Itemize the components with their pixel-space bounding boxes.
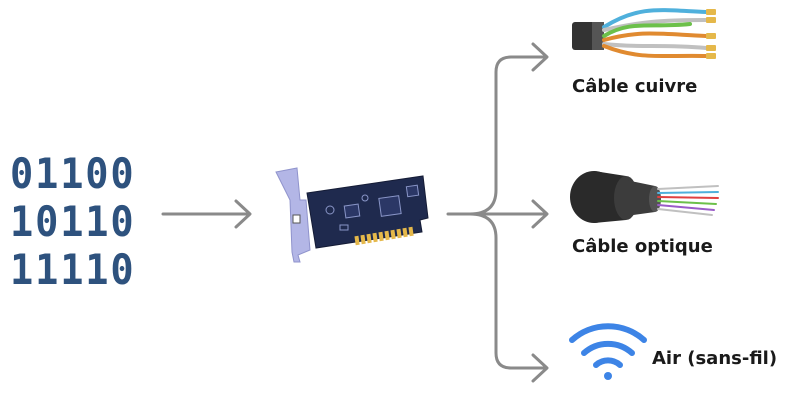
binary-data-block: 01100 10110 11110 (10, 149, 136, 294)
optical-cable-label: Câble optique (572, 236, 713, 257)
optical-cable-icon (570, 171, 719, 223)
binary-row: 11110 (10, 244, 136, 294)
input-arrow (161, 199, 252, 229)
wireless-label: Air (sans-fil) (652, 348, 778, 369)
network-card-icon (275, 167, 429, 263)
wifi-icon (569, 323, 647, 380)
copper-cable-label: Câble cuivre (572, 76, 698, 97)
copper-cable-icon (572, 8, 716, 59)
branch-arrows (446, 42, 549, 383)
binary-row: 10110 (10, 196, 136, 246)
binary-row: 01100 (10, 149, 136, 198)
